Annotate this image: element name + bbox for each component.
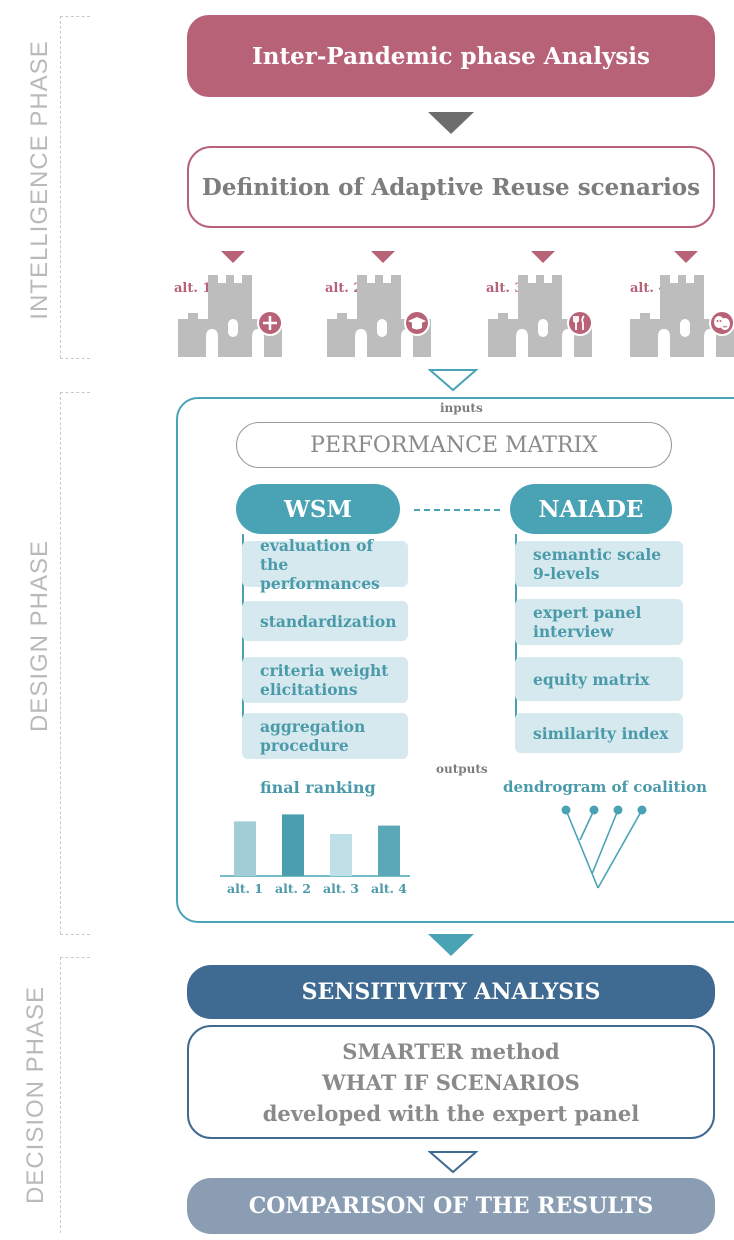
outputs-label: outputs [436, 762, 488, 776]
alt-label: alt. 2 [325, 281, 363, 296]
design-bracket-top [60, 392, 90, 393]
intelligence-bracket-bottom [60, 358, 90, 359]
castle-icon [630, 275, 734, 357]
cutlery-icon [567, 310, 593, 336]
sensitivity-analysis-box: SENSITIVITY ANALYSIS [187, 965, 715, 1019]
arrow-down-outline-icon [428, 369, 478, 392]
alternative-2: alt. 2 [325, 247, 445, 363]
inter-pandemic-box: Inter-Pandemic phase Analysis [187, 15, 715, 97]
inputs-label: inputs [440, 401, 483, 415]
intelligence-phase-label: INTELLIGENCE PHASE [26, 40, 53, 320]
definition-box: Definition of Adaptive Reuse scenarios [187, 146, 715, 228]
intelligence-bracket [60, 16, 61, 358]
naiade-header: NAIADE [510, 484, 672, 534]
arrow-down-icon [428, 934, 474, 956]
decision-bracket-top [60, 957, 90, 958]
dendrogram-title: dendrogram of coalition [503, 778, 708, 796]
performance-matrix-box: PERFORMANCE MATRIX [236, 422, 672, 468]
smarter-line-2: WHAT IF SCENARIOS [322, 1069, 580, 1095]
plus-icon [257, 310, 283, 336]
castle-icon [488, 275, 592, 357]
decision-phase-label: DECISION PHASE [22, 985, 49, 1205]
smarter-line-1: SMARTER method [342, 1038, 560, 1064]
design-bracket [60, 392, 61, 934]
alt-label: alt. 1 [174, 281, 212, 296]
smarter-box: SMARTER method WHAT IF SCENARIOS develop… [187, 1025, 715, 1139]
comparison-results-box: COMPARISON OF THE RESULTS [187, 1178, 715, 1234]
wsm-header: WSM [236, 484, 400, 534]
arrow-down-icon [531, 251, 555, 263]
wsm-item-standardization: standardization [242, 601, 408, 641]
arrow-down-icon [371, 251, 395, 263]
design-phase-label: DESIGN PHASE [26, 539, 53, 733]
final-ranking-title: final ranking [260, 778, 376, 797]
design-container [176, 397, 734, 923]
castle-icon [178, 275, 282, 357]
smarter-line-3: developed with the expert panel [262, 1100, 640, 1126]
final-ranking-chart: alt. 1 alt. 2 alt. 3 alt. 4 [220, 814, 410, 896]
naiade-item-equity-matrix: equity matrix [515, 657, 683, 701]
castle-icon [327, 275, 431, 357]
ranking-bar-label: alt. 4 [371, 881, 407, 896]
ranking-bar [234, 821, 256, 876]
arrow-down-icon [221, 251, 245, 263]
ranking-bar [330, 834, 352, 876]
dendrogram-icon [561, 805, 647, 889]
design-bracket-bottom [60, 934, 90, 935]
ranking-bar-label: alt. 2 [275, 881, 311, 896]
theater-masks-icon [709, 310, 734, 336]
alternative-3: alt. 3 [486, 247, 606, 363]
alternative-1: alt. 1 [174, 247, 296, 363]
alternative-4: alt. 4 [628, 247, 734, 363]
wsm-connector-dash [414, 509, 500, 511]
ranking-bar [282, 814, 304, 876]
ranking-bar-label: alt. 1 [227, 881, 263, 896]
graduation-cap-icon [404, 310, 430, 336]
naiade-item-similarity-index: similarity index [515, 713, 683, 753]
alt-label: alt. 3 [486, 281, 524, 296]
arrow-down-icon [428, 112, 474, 134]
decision-bracket [60, 957, 61, 1233]
ranking-bar [378, 825, 400, 876]
arrow-down-icon [674, 251, 698, 263]
alt-label: alt. 4 [630, 281, 668, 296]
intelligence-bracket-top [60, 16, 90, 17]
ranking-bar-label: alt. 3 [323, 881, 359, 896]
arrow-down-outline-icon [428, 1151, 478, 1174]
